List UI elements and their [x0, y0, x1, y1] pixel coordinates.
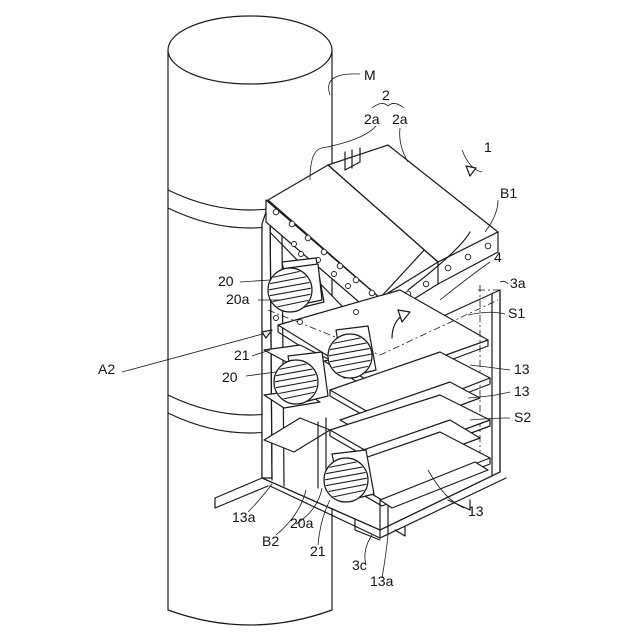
- label-section-a2: A2: [98, 361, 115, 377]
- label-arrow-b1: B1: [500, 185, 517, 201]
- label-fan-upper-20: 20: [218, 273, 234, 289]
- label-fan-upper-20a: 20a: [226, 291, 250, 307]
- label-interior-4: 4: [494, 249, 502, 265]
- label-shelf-13-a: 13: [514, 361, 530, 377]
- label-space-s1: S1: [508, 305, 525, 321]
- label-roof-panel-right: 2a: [392, 111, 408, 127]
- label-shelf-base-13a-bottom: 13a: [370, 573, 394, 589]
- label-roof-2: 2: [382, 87, 390, 103]
- label-fan-duct-21: 21: [234, 347, 250, 363]
- label-shelf-base-13a-left: 13a: [232, 509, 256, 525]
- label-fan-lower-duct-21: 21: [310, 543, 326, 559]
- label-space-s2: S2: [514, 409, 531, 425]
- label-fan-lower-20a: 20a: [290, 515, 314, 531]
- label-cabinet-1: 1: [484, 139, 492, 155]
- label-arrow-b2: B2: [262, 533, 279, 549]
- label-wall-3c: 3c: [352, 557, 367, 573]
- label-roof-panel-left: 2a: [364, 111, 380, 127]
- label-pole-m: M: [364, 67, 376, 83]
- label-fan-middle-20: 20: [222, 369, 238, 385]
- label-shelf-13-c: 13: [468, 503, 484, 519]
- label-shelf-13-b: 13: [514, 383, 530, 399]
- label-wall-3a: 3a: [510, 275, 526, 291]
